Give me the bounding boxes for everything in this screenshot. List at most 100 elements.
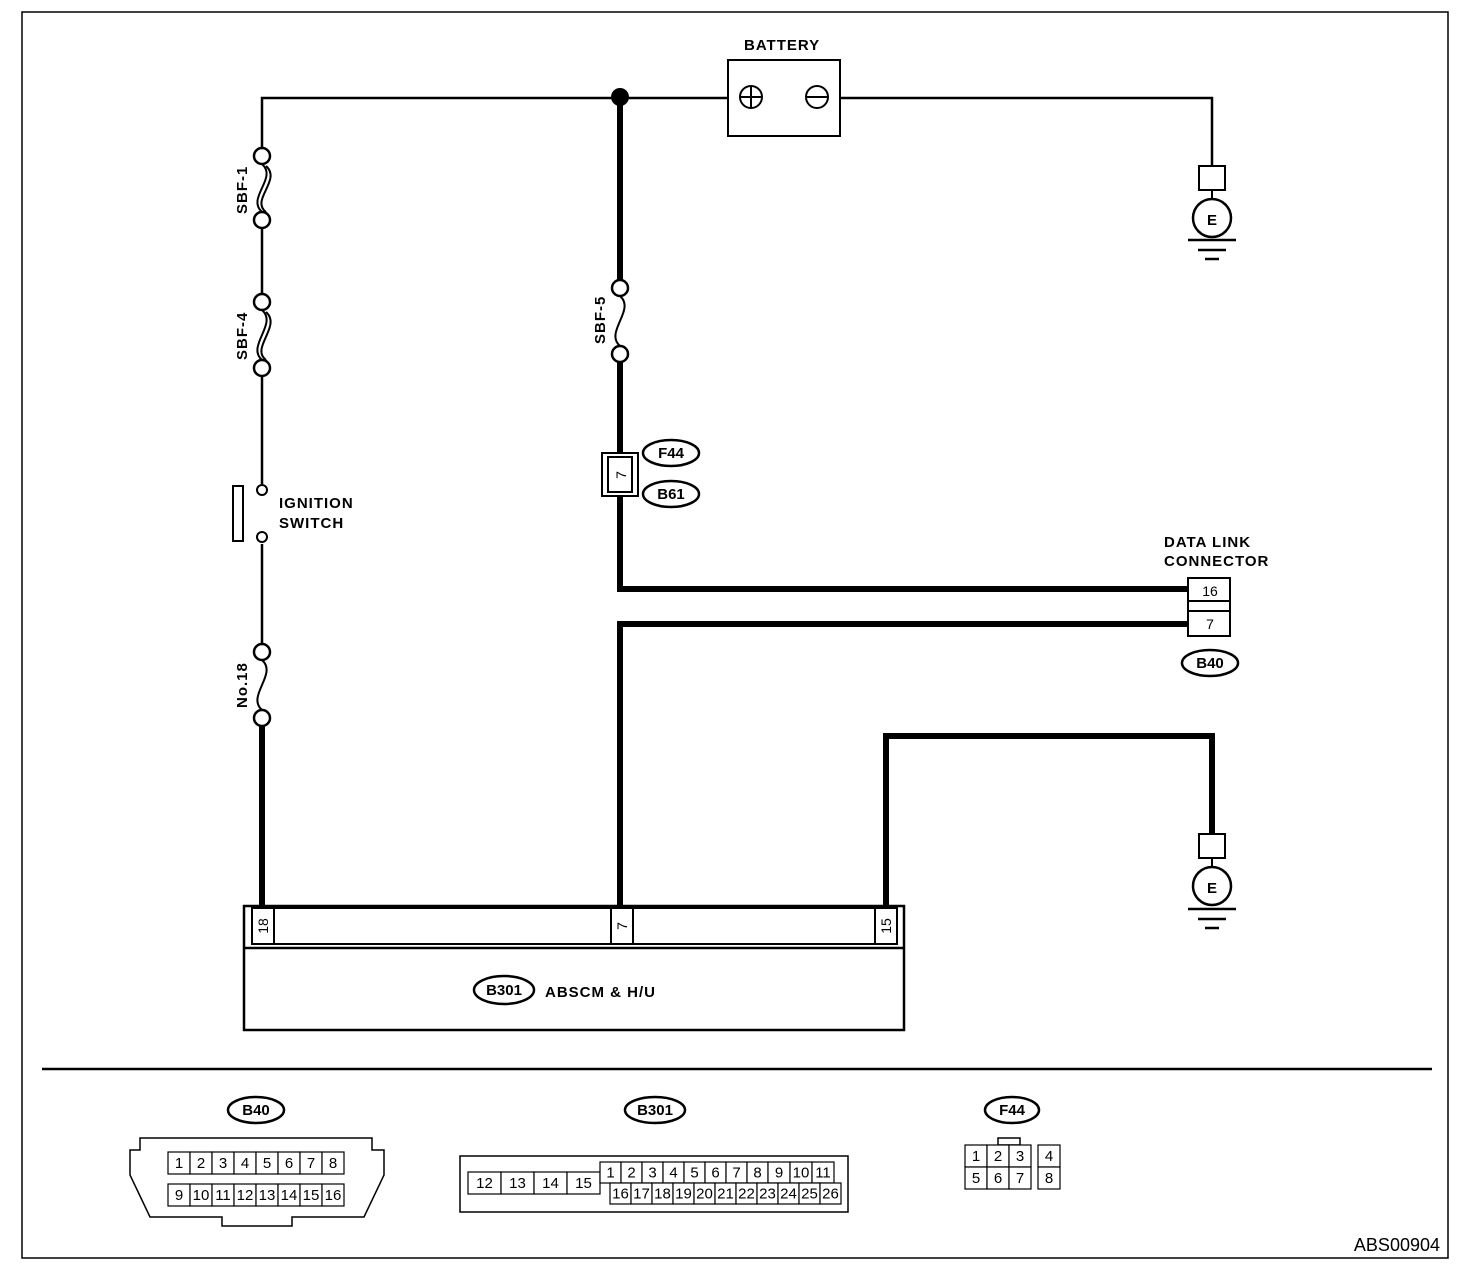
b40-pin-cell-text: 4 xyxy=(241,1155,249,1172)
b301-pin-cell: 1 xyxy=(599,1161,622,1184)
b301-pin-cell: 23 xyxy=(756,1182,779,1205)
fuse-sbf1 xyxy=(252,146,272,230)
f44-pin-cell: 4 xyxy=(1037,1144,1061,1168)
connector-tag-b61 xyxy=(641,479,701,509)
b40-pin-cell-text: 15 xyxy=(303,1187,320,1204)
connector-tag-b40-text: B40 xyxy=(1196,655,1224,672)
b301-pin-cell-text: 23 xyxy=(759,1186,776,1203)
b301-pin-cell-text: 14 xyxy=(542,1175,559,1192)
b40-pin-cell-text: 2 xyxy=(197,1155,205,1172)
f44-pin-cell-text: 6 xyxy=(994,1170,1002,1187)
b40-pin-cell-text: 10 xyxy=(193,1187,210,1204)
f44-pin-cell-text: 7 xyxy=(1016,1170,1024,1187)
b301-pin-cell: 12 xyxy=(467,1171,502,1195)
connector-f44-b61 xyxy=(601,452,639,497)
connector-tag-f44 xyxy=(641,438,701,468)
b301-pin-cell-text: 7 xyxy=(732,1165,740,1182)
diagram-code: ABS00904 xyxy=(1354,1235,1440,1255)
b301-pin-cell-text: 6 xyxy=(711,1165,719,1182)
b301-pin-cell: 15 xyxy=(566,1171,601,1195)
b301-pin-cell: 9 xyxy=(767,1161,791,1184)
connector-tag-b61-text: B61 xyxy=(657,486,685,503)
dlc-label-1: DATA LINK xyxy=(1164,534,1251,551)
battery-label: BATTERY xyxy=(744,37,820,54)
b40-pin-cell-text: 6 xyxy=(285,1155,293,1172)
b301-pin-cell-text: 16 xyxy=(612,1186,629,1203)
b301-pin-cell: 8 xyxy=(746,1161,769,1184)
fuse-sbf5 xyxy=(610,278,630,364)
b301-pin-cell: 7 xyxy=(725,1161,748,1184)
b301-pin-cell: 21 xyxy=(714,1182,737,1205)
b301-pin-cell-text: 22 xyxy=(738,1186,755,1203)
connector-view-f44-label: F44 xyxy=(999,1102,1026,1119)
connector-f44-b61-pin: 7 xyxy=(613,471,629,479)
connector-view-b40-housing xyxy=(129,1137,385,1227)
dlc-pin-7: 7 xyxy=(1206,616,1214,632)
connector-tag-f44-text: F44 xyxy=(658,445,685,462)
abscm-pin-7: 7 xyxy=(614,922,630,930)
b301-pin-cell: 6 xyxy=(704,1161,727,1184)
junction-dot xyxy=(611,88,629,106)
b301-pin-cell-text: 13 xyxy=(509,1175,526,1192)
f44-pin-cell-text: 1 xyxy=(972,1148,980,1165)
f44-pin-cell-text: 8 xyxy=(1045,1170,1053,1187)
b301-pin-cell: 20 xyxy=(693,1182,716,1205)
f44-pin-cell: 1 xyxy=(964,1144,988,1168)
b301-pin-cell: 10 xyxy=(789,1161,813,1184)
b301-pin-cell-text: 19 xyxy=(675,1186,692,1203)
b301-pin-cell-text: 8 xyxy=(753,1165,761,1182)
b301-pin-cell-text: 12 xyxy=(476,1175,493,1192)
b301-pin-cell: 22 xyxy=(735,1182,758,1205)
f44-pin-cell: 7 xyxy=(1008,1166,1032,1190)
b301-pin-cell-text: 11 xyxy=(815,1165,831,1182)
ground-bottom-label: E xyxy=(1207,880,1217,897)
b40-pin-cell: 11 xyxy=(211,1183,235,1207)
b301-pin-cell-text: 4 xyxy=(669,1165,677,1182)
b40-pin-cell: 6 xyxy=(277,1151,301,1175)
f44-pin-cell: 8 xyxy=(1037,1166,1061,1190)
fuse-sbf4 xyxy=(252,292,272,378)
b301-pin-cell: 24 xyxy=(777,1182,800,1205)
b40-pin-cell-text: 5 xyxy=(263,1155,271,1172)
b40-pin-cell: 4 xyxy=(233,1151,257,1175)
ignition-switch-label-1: IGNITION xyxy=(279,495,354,512)
b40-pin-cell: 13 xyxy=(255,1183,279,1207)
b301-pin-cell-text: 17 xyxy=(633,1186,650,1203)
connector-tag-b301 xyxy=(472,974,536,1006)
b301-pin-cell: 19 xyxy=(672,1182,695,1205)
b301-pin-cell-text: 2 xyxy=(627,1165,635,1182)
f44-pin-cell: 2 xyxy=(986,1144,1010,1168)
fuse-sbf5-label: SBF-5 xyxy=(592,296,609,344)
abscm-pin-18: 18 xyxy=(255,918,271,934)
fuse-sbf4-label: SBF-4 xyxy=(234,312,251,360)
fuse-no18-label: No.18 xyxy=(234,662,251,708)
f44-pin-cell-text: 3 xyxy=(1016,1148,1024,1165)
b40-pin-cell: 1 xyxy=(167,1151,191,1175)
b40-pin-cell-text: 1 xyxy=(175,1155,183,1172)
b301-pin-cell: 5 xyxy=(683,1161,706,1184)
thin-wires xyxy=(260,96,1214,644)
b301-pin-cell: 14 xyxy=(533,1171,568,1195)
b40-pin-cell: 5 xyxy=(255,1151,279,1175)
b40-pin-cell: 8 xyxy=(321,1151,345,1175)
b301-pin-cell: 17 xyxy=(630,1182,653,1205)
b301-pin-cell: 11 xyxy=(811,1161,835,1184)
b40-pin-cell-text: 13 xyxy=(259,1187,276,1204)
b40-pin-cell: 2 xyxy=(189,1151,213,1175)
connector-view-b40-tag xyxy=(226,1095,286,1125)
b40-pin-cell-text: 7 xyxy=(307,1155,315,1172)
f44-pin-cell: 3 xyxy=(1008,1144,1032,1168)
f44-pin-cell: 5 xyxy=(964,1166,988,1190)
fuse-sbf1-label: SBF-1 xyxy=(234,166,251,214)
b301-pin-cell-text: 24 xyxy=(780,1186,797,1203)
b301-pin-cell-text: 20 xyxy=(696,1186,713,1203)
b301-pin-cell: 13 xyxy=(500,1171,535,1195)
b40-pin-cell: 3 xyxy=(211,1151,235,1175)
b301-pin-cell: 2 xyxy=(620,1161,643,1184)
fuse-no18 xyxy=(252,642,272,728)
abscm-module xyxy=(242,904,906,1032)
ground-bottom xyxy=(1188,833,1236,930)
ignition-switch-label-2: SWITCH xyxy=(279,515,344,532)
